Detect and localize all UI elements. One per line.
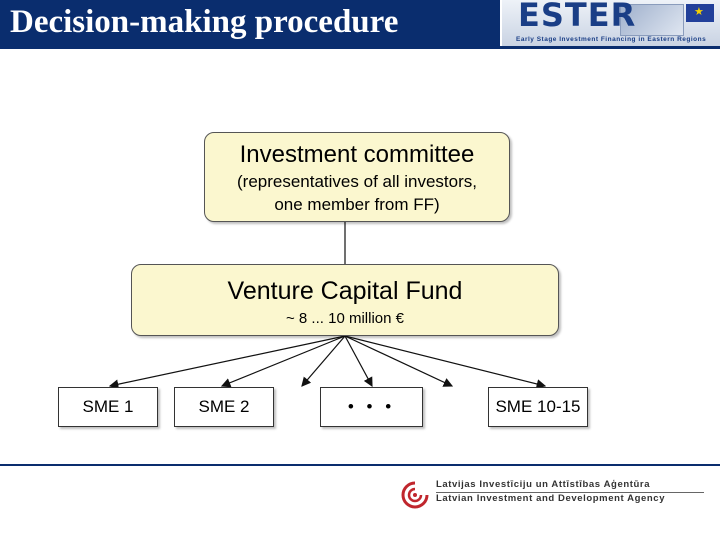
venture-capital-fund-box: Venture Capital Fund ~ 8 ... 10 million … xyxy=(131,264,559,336)
arrow-to-sme-10-15 xyxy=(344,335,547,389)
sme-box-1: SME 1 xyxy=(58,387,158,427)
liaa-logo-icon xyxy=(401,481,429,509)
fund-size: ~ 8 ... 10 million € xyxy=(286,310,404,327)
investment-committee-box: Investment committee (representatives of… xyxy=(204,132,510,222)
slide-header: Decision-making procedure ESTER Early St… xyxy=(0,0,720,52)
sme-box-10-15: SME 10-15 xyxy=(488,387,588,427)
eu-flag-icon xyxy=(686,4,714,22)
sme-box-ellipsis: • • • xyxy=(320,387,423,427)
slide-title: Decision-making procedure xyxy=(10,4,399,40)
agency-name-english: Latvian Investment and Development Agenc… xyxy=(436,493,666,504)
arrow-to-sme-1 xyxy=(108,335,346,389)
header-divider xyxy=(0,46,720,49)
arrow-to-ellipsis xyxy=(344,335,373,388)
fund-title: Venture Capital Fund xyxy=(227,277,463,305)
committee-subtitle-line1: (representatives of all investors, xyxy=(237,172,477,191)
agency-name-divider xyxy=(436,492,704,493)
logo-decoration xyxy=(620,4,684,36)
committee-title: Investment committee xyxy=(239,141,475,168)
title-banner: Decision-making procedure xyxy=(0,0,500,46)
footer-divider xyxy=(0,464,720,466)
logo-text: ESTER xyxy=(518,0,637,34)
logo-subtitle: Early Stage Investment Financing in East… xyxy=(516,36,707,43)
agency-name-latvian: Latvijas Investīciju un Attīstības Aģent… xyxy=(436,479,651,490)
arrow-to-sme-2 xyxy=(220,335,346,388)
sme-box-2: SME 2 xyxy=(174,387,274,427)
ester-logo: ESTER Early Stage Investment Financing i… xyxy=(502,0,720,46)
committee-subtitle-line2: one member from FF) xyxy=(274,195,440,214)
arrow-to-between-2 xyxy=(344,335,454,387)
agency-name: Latvijas Investīciju un Attīstības Aģent… xyxy=(436,478,716,506)
arrow-to-between-1 xyxy=(301,335,346,387)
